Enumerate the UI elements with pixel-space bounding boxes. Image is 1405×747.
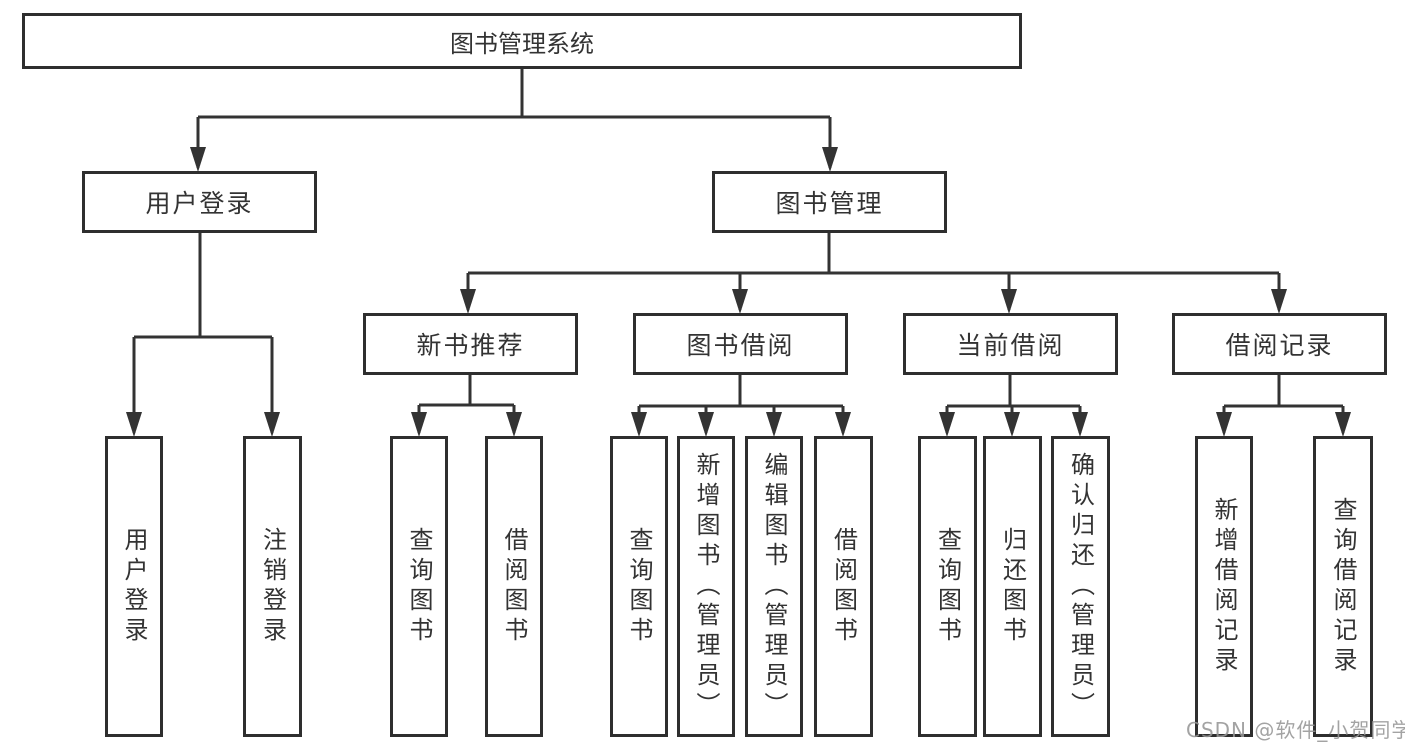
leaf-query-books-borrowing: 查询图书 — [610, 436, 668, 737]
leaf-query-books-current: 查询图书 — [918, 436, 977, 737]
node-book-borrowing: 图书借阅 — [633, 313, 848, 375]
leaf-return-books: 归还图书 — [983, 436, 1042, 737]
leaf-logout: 注销登录 — [243, 436, 302, 737]
leaf-edit-books-admin: 编辑图书（管理员） — [745, 436, 803, 737]
leaf-add-books-admin: 新增图书（管理员） — [677, 436, 735, 737]
leaf-query-borrow-record: 查询借阅记录 — [1313, 436, 1373, 737]
csdn-watermark: CSDN @软件_小贺同学 — [1186, 718, 1405, 742]
node-book-management: 图书管理 — [712, 171, 947, 233]
node-user-login: 用户登录 — [82, 171, 317, 233]
leaf-query-books-recommend: 查询图书 — [390, 436, 448, 737]
node-root-library-system: 图书管理系统 — [22, 13, 1022, 69]
arrowhead-icons — [126, 147, 1351, 437]
leaf-confirm-return-admin: 确认归还（管理员） — [1051, 436, 1110, 737]
leaf-user-login: 用户登录 — [105, 436, 163, 737]
node-current-borrowing: 当前借阅 — [903, 313, 1118, 375]
node-new-book-recommend: 新书推荐 — [363, 313, 578, 375]
leaf-borrow-books-recommend: 借阅图书 — [485, 436, 543, 737]
leaf-borrow-books: 借阅图书 — [814, 436, 873, 737]
node-borrowing-records: 借阅记录 — [1172, 313, 1387, 375]
leaf-add-borrow-record: 新增借阅记录 — [1195, 436, 1253, 737]
